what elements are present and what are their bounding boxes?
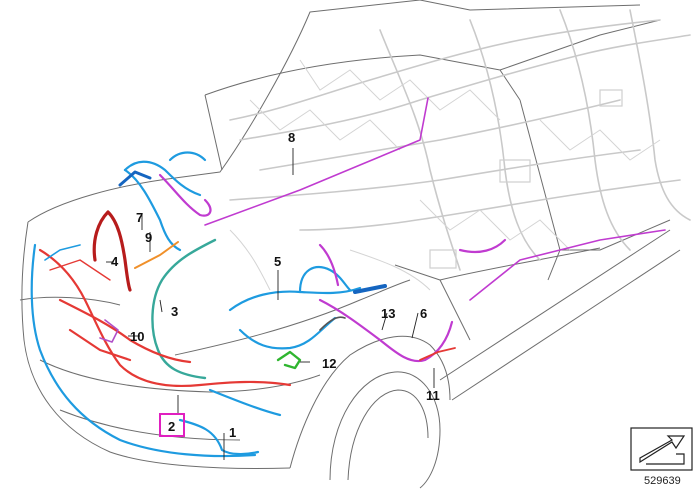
callout-2: 2 [168,419,175,434]
harness-teal-3 [151,238,217,380]
callout-1: 1 [229,425,236,440]
callout-8: 8 [288,130,295,145]
harness-dark-red-4 [92,210,132,292]
harness-orange-9 [134,241,179,269]
harness-blue-7 [118,151,207,252]
harness-blue-5-engine [228,265,387,350]
harness-violet-10 [99,319,119,343]
callout-6: 6 [420,306,427,321]
leader-lines [106,148,435,460]
callout-5: 5 [274,254,281,269]
callout-10: 10 [130,329,144,344]
callout-7: 7 [136,210,143,225]
document-number: 529639 [644,475,681,487]
callout-12: 12 [322,356,336,371]
harness-magenta-8 [204,97,429,226]
harness-blue-1-front [30,243,282,458]
page-reference-arrow-icon [630,427,693,471]
car-body-outline [19,0,681,489]
callout-2-highlight [159,413,185,437]
callout-4: 4 [111,254,119,269]
callout-9: 9 [145,230,152,245]
harness-red-front [38,248,292,388]
harness-magenta-7b [158,173,212,217]
background-wiring-ghost [229,9,691,291]
harness-green-12 [276,350,302,370]
callout-labels: 1 2 3 4 5 6 7 8 9 10 11 12 13 [111,130,440,440]
harness-red-11 [419,347,456,361]
callout-13: 13 [381,306,395,321]
harness-magenta-6 [318,229,666,363]
callout-3: 3 [171,304,178,319]
callout-11: 11 [426,388,440,403]
harness-dark-13 [319,316,346,331]
